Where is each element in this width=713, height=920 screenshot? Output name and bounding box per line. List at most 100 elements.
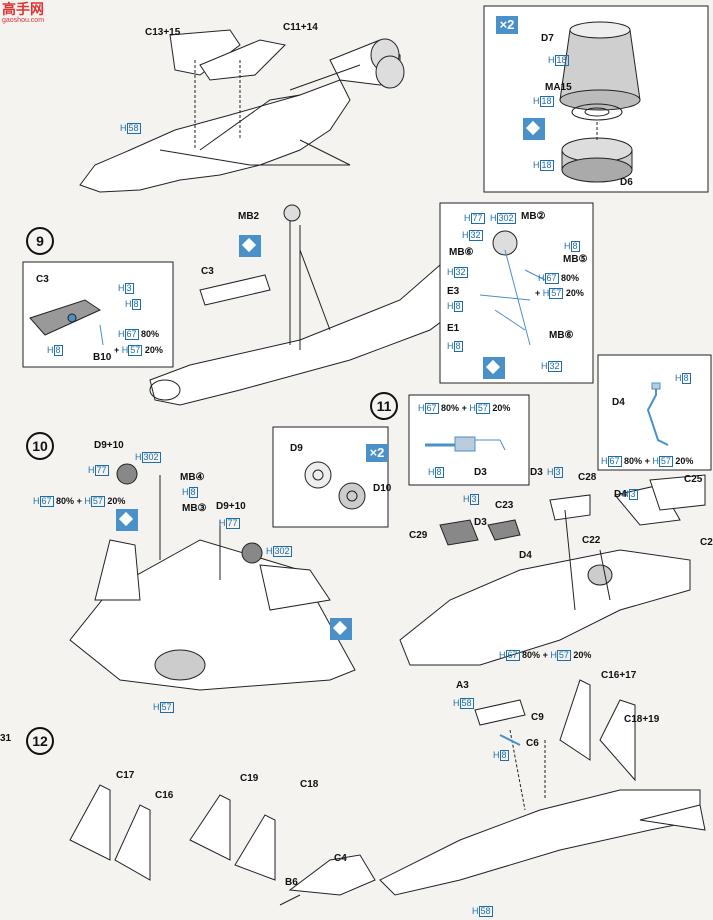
part-label: 31 (0, 733, 12, 744)
part-label: C3 (201, 266, 214, 277)
step9-fuselage-drawing (149, 204, 471, 406)
part-label: C28 (578, 472, 597, 483)
part-label: MB③ (182, 503, 207, 514)
part-label: D6 (620, 177, 633, 188)
step11-hud-part-drawing (425, 436, 506, 452)
part-label: MB⑥ (449, 247, 474, 258)
part-label: C19 (240, 773, 259, 784)
part-label: D3 (530, 467, 543, 478)
cement-diamond-icon (116, 509, 138, 531)
part-label: D7 (541, 33, 554, 44)
quantity-x2-badge: ×2 (496, 16, 518, 34)
cement-diamond-icon (483, 357, 505, 379)
part-label: B6 (285, 877, 298, 888)
step-9-badge: 9 (26, 227, 54, 255)
part-label: D9+10 (94, 440, 124, 451)
part-label: D4 (614, 489, 627, 500)
part-label: MB④ (180, 472, 205, 483)
step10-wing-drawing (69, 463, 356, 691)
part-label: C13+15 (145, 27, 181, 38)
part-label: A3 (456, 680, 469, 691)
part-label: C2 (700, 537, 713, 548)
site-logo-url: gaoshou.com (2, 17, 45, 24)
step-12-badge: 12 (26, 727, 54, 755)
part-label: E1 (447, 323, 460, 334)
part-label: C16+17 (601, 670, 637, 681)
step9-gear-inset-drawing (479, 230, 546, 346)
part-label: C16 (155, 790, 174, 801)
part-label: D9+10 (216, 501, 246, 512)
part-label: D3 (474, 517, 487, 528)
part-label: B10 (93, 352, 112, 363)
part-label: D3 (474, 467, 487, 478)
exhaust-nozzle-drawing (559, 21, 641, 183)
step12-aircraft-drawing (379, 679, 706, 896)
part-label: C6 (526, 738, 539, 749)
step12-tail-fins-drawing (69, 784, 376, 906)
part-label: C22 (582, 535, 601, 546)
cement-diamond-icon (330, 618, 352, 640)
part-label: MB2 (238, 211, 260, 222)
part-label: D10 (373, 483, 392, 494)
part-label: C3 (36, 274, 49, 285)
part-label: C29 (409, 530, 428, 541)
part-label: MB⑥ (549, 330, 574, 341)
part-label: D4 (612, 397, 625, 408)
part-label: C11+14 (283, 22, 318, 33)
part-label: C18 (300, 779, 319, 790)
part-label: MA15 (545, 82, 572, 93)
part-label: C18+19 (624, 714, 660, 725)
part-label: C4 (334, 853, 347, 864)
top-fuselage-drawing (79, 29, 405, 193)
step10-wheel-inset-drawing (304, 461, 366, 510)
cement-diamond-icon (239, 235, 261, 257)
quantity-x2-badge-wheels: ×2 (366, 444, 388, 462)
part-label: E3 (447, 286, 460, 297)
step-10-badge: 10 (26, 432, 54, 460)
part-label: D4 (519, 550, 532, 561)
part-label: MB⑤ (563, 254, 588, 265)
site-logo: 高手网 (2, 1, 44, 17)
part-label: C25 (684, 474, 703, 485)
step11-d4-inset-drawing (646, 382, 669, 446)
part-label: C9 (531, 712, 544, 723)
step9-inset-part-drawing (29, 299, 104, 346)
part-label: MB② (521, 211, 546, 222)
part-label: C17 (116, 770, 135, 781)
